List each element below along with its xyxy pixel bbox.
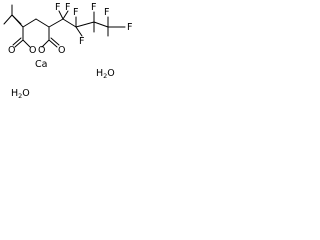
water-left: H2O <box>11 88 30 99</box>
bond-ch2-to-ch-right <box>35 18 50 28</box>
bond-carbonyl-right-double-b <box>50 37 60 46</box>
bond-carbonyl-left-double-a <box>14 39 24 48</box>
bond-lines <box>3 4 126 48</box>
atom-o-right-2: O <box>58 45 65 56</box>
bond-carbonyl-right-double-a <box>48 39 58 48</box>
bond-tbutyl-to-ch <box>11 14 24 28</box>
bond-cf2-1-to-cf2-2 <box>62 18 77 28</box>
atom-o-left-1: O <box>8 45 15 56</box>
atom-f-top-4: F <box>91 2 96 13</box>
bond-cf2-1-f-top-left <box>58 10 64 20</box>
bond-tbutyl-methyl-left <box>3 14 13 25</box>
atom-o-right-1: O <box>38 45 45 56</box>
bond-cf2-3-to-cf3 <box>93 21 109 28</box>
atom-f-right-2: F <box>127 22 132 33</box>
bond-cf2-2-f-down <box>75 26 83 37</box>
atom-f-top-1: F <box>55 2 60 13</box>
bond-cf2-2-to-cf2-3 <box>75 21 95 28</box>
atom-f-top-3: F <box>73 7 78 18</box>
atom-calcium: Ca <box>35 59 47 70</box>
bond-carbonyl-right-single <box>41 39 50 48</box>
atom-labels: F F F F F F F O O O O Ca H2O H2O <box>8 2 132 99</box>
atom-f-right-1: F <box>104 7 109 18</box>
bond-carbonyl-left-single <box>22 39 31 48</box>
bond-ch-left-to-ch2 <box>22 18 37 28</box>
water-right: H2O <box>96 68 115 80</box>
atom-f-right-3: F <box>79 36 84 47</box>
atom-f-top-2: F <box>65 2 70 13</box>
bond-ch-right-to-cf2-1 <box>48 18 64 28</box>
chemical-structure: F F F F F F F O O O O Ca H2O H2O <box>3 2 132 99</box>
bond-cf2-1-f-top-right <box>62 10 69 20</box>
atom-o-left-2: O <box>29 45 36 56</box>
bond-carbonyl-left-double-b <box>12 37 22 46</box>
